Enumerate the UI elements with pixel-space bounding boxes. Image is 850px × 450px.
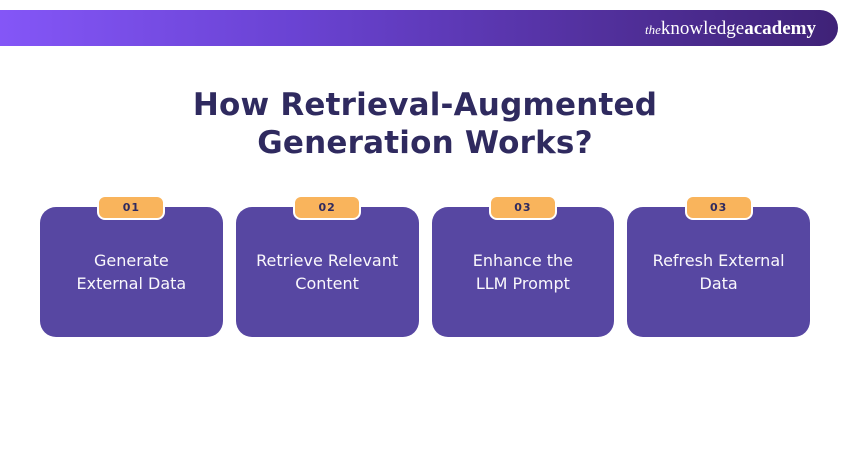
brand-logo-the: the	[644, 21, 661, 37]
step-number-badge: 03	[684, 195, 753, 220]
step-label-line1: Retrieve Relevant	[256, 251, 399, 270]
step-card-body: Refresh External Data	[627, 207, 810, 337]
page-title: How Retrieval-Augmented Generation Works…	[0, 86, 850, 162]
brand-logo: theknowledgeacademy	[645, 19, 816, 38]
step-card-2: 02 Retrieve Relevant Content	[235, 195, 419, 337]
step-label-line2: External Data	[76, 274, 187, 293]
step-card-body: Enhance the LLM Prompt	[431, 207, 615, 337]
steps-row: 01 Generate External Data 02 Retrieve Re…	[40, 195, 810, 337]
page-title-line2: Generation Works?	[257, 125, 593, 161]
step-card-4: 03 Refresh External Data	[627, 195, 810, 337]
step-label-line2: Content	[295, 274, 359, 293]
brand-logo-knowledge: knowledge	[660, 17, 745, 39]
page-title-line1: How Retrieval-Augmented	[192, 87, 658, 123]
step-card-1: 01 Generate External Data	[40, 195, 223, 337]
step-label-line2: Data	[699, 274, 738, 293]
step-label-line1: Refresh External	[652, 251, 785, 270]
step-card-body: Generate External Data	[40, 207, 223, 337]
brand-logo-academy: academy	[744, 17, 816, 39]
step-number-badge: 01	[97, 195, 166, 220]
step-label-line1: Generate	[94, 251, 169, 270]
step-number-badge: 02	[293, 195, 362, 220]
header-bar: theknowledgeacademy	[0, 10, 838, 46]
step-card-body: Retrieve Relevant Content	[235, 207, 419, 337]
step-label-line1: Enhance the	[472, 251, 574, 270]
step-number-badge: 03	[488, 195, 557, 220]
step-label-line2: LLM Prompt	[475, 274, 570, 293]
step-card-3: 03 Enhance the LLM Prompt	[431, 195, 615, 337]
